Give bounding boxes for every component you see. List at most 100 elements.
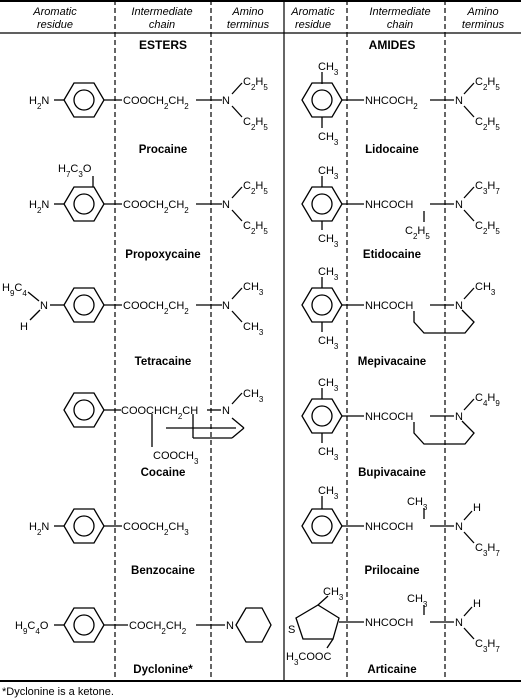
header-amino-line1: Amino — [231, 6, 263, 18]
piperidine-ring — [413, 309, 475, 334]
dyclonine-name: Dyclonine* — [133, 664, 193, 676]
tetracaine-r2: CH3 — [243, 321, 264, 337]
procaine-chain: COOCH2CH2 — [123, 95, 189, 111]
benzene-ring — [301, 398, 343, 434]
procaine-structure: H2N COOCH2CH2 N C2H5 C2H5 Procaine — [29, 76, 268, 156]
articaine-ring-methyl: CH3 — [323, 586, 344, 602]
cocaine-ester: COOCH3 — [153, 450, 199, 466]
propoxycaine-r1: C2H5 — [243, 180, 268, 196]
etidocaine-structure: CH3 CH3 NHCOCH C2H5 N C3H7 C2H5 Etidocai… — [301, 165, 500, 261]
bupivacaine-methyl-bottom: CH3 — [318, 446, 339, 462]
articaine-hydrogen: H — [473, 598, 481, 610]
propoxycaine-chain: COOCH2CH2 — [123, 199, 189, 215]
prilocaine-methyl: CH3 — [318, 485, 339, 501]
propoxycaine-amine: H2N — [29, 199, 49, 215]
mepivacaine-structure: CH3 CH3 NHCOCH N CH3 Mepivacaine — [301, 266, 496, 368]
lidocaine-structure: CH3 CH3 NHCOCH2 N C2H5 C2H5 Lidocaine — [301, 61, 500, 156]
prilocaine-nitrogen: N — [455, 521, 463, 533]
bupivacaine-name: Bupivacaine — [358, 467, 426, 479]
benzocaine-amine: H2N — [29, 521, 49, 537]
header-intermediate-line2-right: chain — [387, 19, 413, 31]
benzocaine-chain: COOCH2CH3 — [123, 521, 189, 537]
cocaine-name: Cocaine — [141, 467, 186, 479]
benzene-ring — [301, 82, 343, 118]
tetracaine-r1: CH3 — [243, 281, 264, 297]
benzene-ring — [63, 607, 105, 643]
benzene-ring — [63, 392, 105, 428]
bupivacaine-r1: C4H9 — [475, 392, 500, 408]
dyclonine-alkoxy: H9C4O — [15, 620, 49, 636]
propoxycaine-substituent: H7C3O — [58, 163, 92, 179]
cocaine-r1: CH3 — [243, 388, 264, 404]
lidocaine-methyl-top: CH3 — [318, 61, 339, 77]
table-header: Aromatic residue Intermediate chain Amin… — [32, 6, 504, 31]
header-intermediate-line1: Intermediate — [131, 6, 192, 18]
section-esters: ESTERS — [139, 38, 187, 52]
articaine-chain: NHCOCH — [365, 617, 413, 629]
propoxycaine-structure: H7C3O H2N COOCH2CH2 N C2H5 C2H5 Propoxyc… — [29, 163, 268, 261]
tetracaine-structure: H9C4 N H COOCH2CH2 N CH3 CH3 Tetracaine — [2, 281, 264, 368]
mepivacaine-r1: CH3 — [475, 281, 496, 297]
prilocaine-chain: NHCOCH — [365, 521, 413, 533]
etidocaine-chain: NHCOCH — [365, 199, 413, 211]
cocaine-nitrogen: N — [222, 405, 230, 417]
articaine-r2: C3H7 — [475, 638, 500, 654]
bupivacaine-nitrogen: N — [455, 411, 463, 423]
procaine-r1: C2H5 — [243, 76, 268, 92]
benzocaine-structure: H2N COOCH2CH3 Benzocaine — [29, 508, 195, 577]
etidocaine-methyl-top: CH3 — [318, 165, 339, 181]
procaine-r2: C2H5 — [243, 116, 268, 132]
benzene-ring — [63, 186, 105, 222]
header-aromatic-line2: residue — [37, 19, 73, 31]
header-intermediate-line1-right: Intermediate — [369, 6, 430, 18]
piperidine-ring — [413, 420, 475, 445]
header-amino-line1-right: Amino — [466, 6, 498, 18]
tetracaine-amine-nitrogen: N — [40, 300, 48, 312]
header-amino-line2-right: terminus — [462, 19, 505, 31]
procaine-nitrogen: N — [222, 95, 230, 107]
lidocaine-name: Lidocaine — [365, 144, 419, 156]
tetracaine-amine-hydrogen: H — [20, 321, 28, 333]
etidocaine-r1: C3H7 — [475, 180, 500, 196]
footnote: *Dyclonine is a ketone. — [2, 686, 114, 698]
piperidine-ring — [235, 607, 272, 643]
articaine-name: Articaine — [367, 664, 416, 676]
header-intermediate-line2: chain — [149, 19, 175, 31]
prilocaine-name: Prilocaine — [365, 565, 420, 577]
section-amides: AMIDES — [369, 38, 416, 52]
prilocaine-structure: CH3 NHCOCH CH3 N H C3H7 Prilocaine — [301, 485, 500, 577]
etidocaine-methyl-bottom: CH3 — [318, 233, 339, 249]
lidocaine-r2: C2H5 — [475, 116, 500, 132]
prilocaine-r2: C3H7 — [475, 542, 500, 558]
mepivacaine-methyl-bottom: CH3 — [318, 335, 339, 351]
benzene-ring — [63, 508, 105, 544]
etidocaine-name: Etidocaine — [363, 249, 421, 261]
etidocaine-branch: C2H5 — [405, 225, 430, 241]
articaine-nitrogen: N — [455, 617, 463, 629]
thiophene-ring — [295, 604, 340, 640]
tetracaine-nitrogen: N — [222, 300, 230, 312]
lidocaine-r1: C2H5 — [475, 76, 500, 92]
benzene-ring — [63, 287, 105, 323]
articaine-sulfur: S — [288, 624, 295, 636]
propoxycaine-nitrogen: N — [222, 199, 230, 211]
benzene-ring — [301, 287, 343, 323]
lidocaine-nitrogen: N — [455, 95, 463, 107]
bupivacaine-structure: CH3 CH3 NHCOCH N C4H9 Bupivacaine — [301, 377, 500, 479]
tetracaine-chain: COOCH2CH2 — [123, 300, 189, 316]
articaine-structure: CH3 S H3COOC NHCOCH CH3 N H C3H7 Articai… — [286, 586, 500, 676]
cocaine-structure: COOCHCH2CH N CH3 COOCH3 Cocaine — [63, 388, 264, 479]
propoxycaine-name: Propoxycaine — [125, 249, 200, 261]
etidocaine-r2: C2H5 — [475, 220, 500, 236]
header-amino-line2: terminus — [227, 19, 270, 31]
benzene-ring — [63, 82, 105, 118]
header-aromatic-line2-right: residue — [295, 19, 331, 31]
procaine-amine: H2N — [29, 95, 49, 111]
header-aromatic-line1-right: Aromatic — [290, 6, 335, 18]
benzene-ring — [301, 186, 343, 222]
cocaine-chain: COOCHCH2CH — [121, 405, 198, 421]
lidocaine-methyl-bottom: CH3 — [318, 131, 339, 147]
bupivacaine-chain: NHCOCH — [365, 411, 413, 423]
mepivacaine-chain: NHCOCH — [365, 300, 413, 312]
